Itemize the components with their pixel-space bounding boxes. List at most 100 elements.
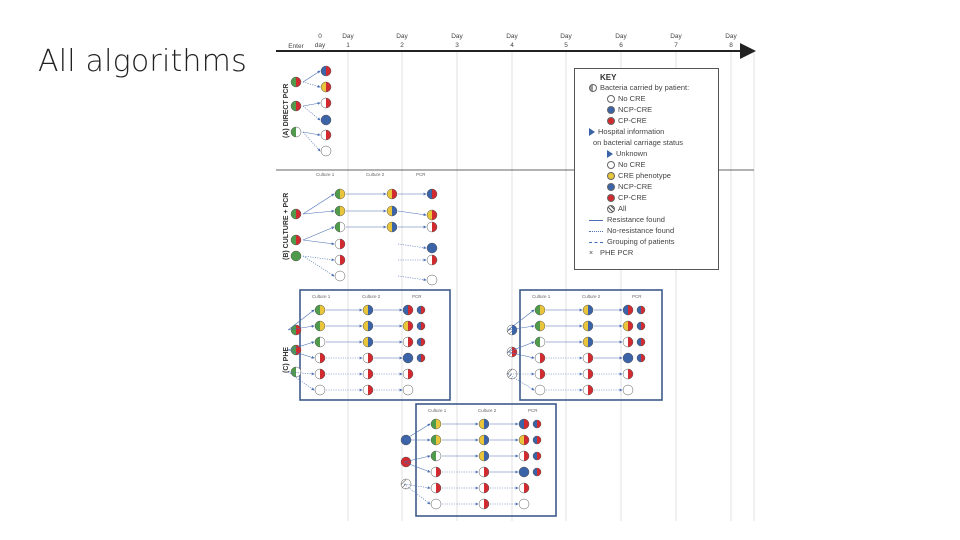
key-item: Bacteria carried by patient: xyxy=(589,83,690,93)
key-symbol-icon xyxy=(607,106,615,115)
key-symbol-icon xyxy=(607,117,615,126)
phe-c-stage-label: Culture 2 xyxy=(478,408,497,413)
header-day-label: Day xyxy=(342,33,354,40)
pcr-result xyxy=(532,467,542,477)
flow-arrow xyxy=(403,483,431,490)
phe-a-box xyxy=(299,289,451,401)
culture2-result xyxy=(478,482,490,494)
phe-c-stage-label: PCR xyxy=(528,408,538,413)
pcr-result xyxy=(636,353,646,363)
key-item: No-resistance found xyxy=(589,226,674,235)
pcr-result xyxy=(518,434,530,446)
pcr-result xyxy=(402,320,414,332)
header-day-label: Day xyxy=(670,33,682,40)
pcr-result xyxy=(532,435,542,445)
cross-icon: × xyxy=(589,250,594,257)
key-item: CP-CRE xyxy=(607,116,647,126)
phe-a-stage-label: Culture 2 xyxy=(362,294,381,299)
pcr-result xyxy=(622,320,634,332)
culture2-result xyxy=(386,188,398,200)
key-item-label: Bacteria carried by patient: xyxy=(600,83,690,92)
slide-title: All algorithms xyxy=(38,44,247,79)
pcr-result xyxy=(416,353,426,363)
pcr-result xyxy=(402,384,414,396)
culture1-result xyxy=(314,368,326,380)
pcr-result xyxy=(426,209,438,221)
phe-a-stage-label: Culture 1 xyxy=(312,294,331,299)
culture2-result xyxy=(362,304,374,316)
culture2-result xyxy=(582,384,594,396)
culture1-result xyxy=(534,304,546,316)
pcr-result xyxy=(622,368,634,380)
direct-pcr-result xyxy=(320,129,332,141)
key-item: on bacterial carriage status xyxy=(589,138,683,147)
flow-arrow xyxy=(302,131,321,137)
key-item: CP-CRE xyxy=(607,193,647,203)
culture2-result xyxy=(582,320,594,332)
key-item: Resistance found xyxy=(589,215,665,224)
pcr-result xyxy=(426,221,438,233)
flow-arrow xyxy=(302,193,335,215)
culture2-result xyxy=(582,352,594,364)
key-item-label: Hospital information xyxy=(598,127,665,136)
pcr-result xyxy=(636,321,646,331)
culture1-result xyxy=(534,336,546,348)
flow-arrow xyxy=(287,371,315,391)
key-item-label: Unknown xyxy=(616,149,648,158)
phe-b-stage-label: PCR xyxy=(632,294,642,299)
key-item: ×PHE PCR xyxy=(589,248,633,258)
header-day-zero-label: day xyxy=(315,42,326,49)
header-enter: Enter xyxy=(288,43,304,50)
culture2-result xyxy=(362,368,374,380)
pcr-result xyxy=(622,304,634,316)
flow-arrow xyxy=(287,324,315,331)
header-day-number: 4 xyxy=(510,42,514,49)
pcr-result xyxy=(636,305,646,315)
patient-entry-circle xyxy=(290,366,302,378)
pcr-result xyxy=(622,336,634,348)
culture2-result xyxy=(362,320,374,332)
pcr-result xyxy=(622,384,634,396)
header-day-number: 1 xyxy=(346,42,350,49)
culture1-result xyxy=(314,320,326,332)
phe-b-stage-label: Culture 2 xyxy=(582,294,601,299)
key-symbol-icon xyxy=(607,172,615,181)
culture1-result xyxy=(314,304,326,316)
flow-arrow xyxy=(287,341,315,351)
key-item-label: Grouping of patients xyxy=(607,237,675,246)
key-item: No CRE xyxy=(607,94,646,104)
flow-arrow xyxy=(287,309,315,331)
direct-pcr-result xyxy=(320,65,332,77)
patient-entry-circle xyxy=(290,76,302,88)
flow-arrow xyxy=(287,349,315,359)
culture1-result xyxy=(430,418,442,430)
header-day-number: 3 xyxy=(455,42,459,49)
flow-arrow xyxy=(302,70,321,83)
direct-pcr-result xyxy=(320,145,332,157)
flow-arrow xyxy=(302,209,335,215)
pcr-result xyxy=(518,466,530,478)
culture1-result xyxy=(334,270,346,282)
key-item: Hospital information xyxy=(589,127,665,137)
pcr-result xyxy=(426,254,438,266)
culture1-result xyxy=(430,498,442,510)
key-item-label: NCP-CRE xyxy=(618,105,653,114)
key-item: NCP-CRE xyxy=(607,105,653,115)
flow-arrow xyxy=(507,341,535,353)
pcr-result xyxy=(518,482,530,494)
pcr-result xyxy=(416,337,426,347)
flow-arrow xyxy=(507,324,535,331)
key-symbol-icon xyxy=(607,161,615,170)
flow-arrow xyxy=(403,483,431,505)
header-day-label: Day xyxy=(506,33,518,40)
culture2-result xyxy=(362,336,374,348)
culture2-result xyxy=(582,368,594,380)
pcr-result xyxy=(416,321,426,331)
patient-entry-circle xyxy=(290,324,302,336)
flow-arrow xyxy=(507,309,535,331)
header-day-label: Day xyxy=(725,33,737,40)
pcr-result xyxy=(518,450,530,462)
direct-pcr-result xyxy=(320,114,332,126)
culture1-result xyxy=(334,254,346,266)
